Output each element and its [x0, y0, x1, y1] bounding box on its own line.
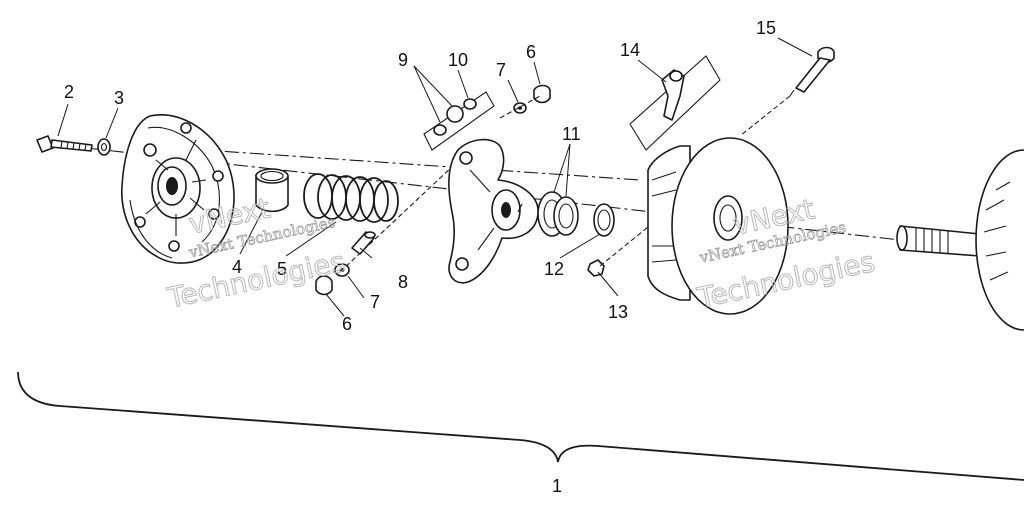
part-cap-nut-lower [315, 275, 333, 296]
part-spider [448, 138, 539, 284]
leader-lines [57, 37, 813, 317]
callout-13: 13 [608, 302, 628, 322]
long-bolt-guide-line [739, 95, 791, 137]
part-nut [587, 259, 605, 277]
part-cover-plate [121, 114, 235, 264]
callout-4: 4 [232, 257, 242, 277]
upper-axis-line [174, 147, 641, 181]
callout-6-upper: 6 [526, 42, 536, 62]
part-roller-washers [433, 98, 477, 136]
callout-11: 11 [562, 124, 581, 144]
callout-2: 2 [64, 82, 74, 102]
assembly-bracket [17, 371, 1024, 481]
part-fixed-sheave [896, 149, 1024, 331]
part-long-bolt [789, 46, 835, 97]
callout-6-lower: 6 [342, 314, 352, 334]
callout-14: 14 [620, 40, 640, 60]
callout-9: 9 [398, 50, 408, 70]
callout-1: 1 [552, 476, 562, 496]
part-flyweight [661, 69, 685, 121]
callout-8: 8 [398, 272, 408, 292]
callout-7-lower: 7 [370, 292, 380, 312]
callout-10: 10 [448, 50, 468, 70]
callout-7-upper: 7 [496, 60, 506, 80]
callout-3: 3 [114, 88, 124, 108]
part-ring [593, 203, 615, 237]
pin-guide-line [339, 149, 471, 273]
part-moveable-sheave [647, 137, 789, 315]
part-bolt [36, 135, 93, 153]
part-cap-nut-upper [533, 84, 551, 104]
part-washer-lower [334, 263, 350, 277]
part-spring [303, 173, 399, 223]
callout-12: 12 [544, 259, 564, 279]
callout-5: 5 [277, 259, 287, 279]
part-washer [97, 138, 111, 156]
part-bushing-pair [537, 191, 579, 237]
part-pin [351, 231, 376, 255]
part-bushing [255, 168, 289, 213]
callout-15: 15 [756, 18, 776, 38]
